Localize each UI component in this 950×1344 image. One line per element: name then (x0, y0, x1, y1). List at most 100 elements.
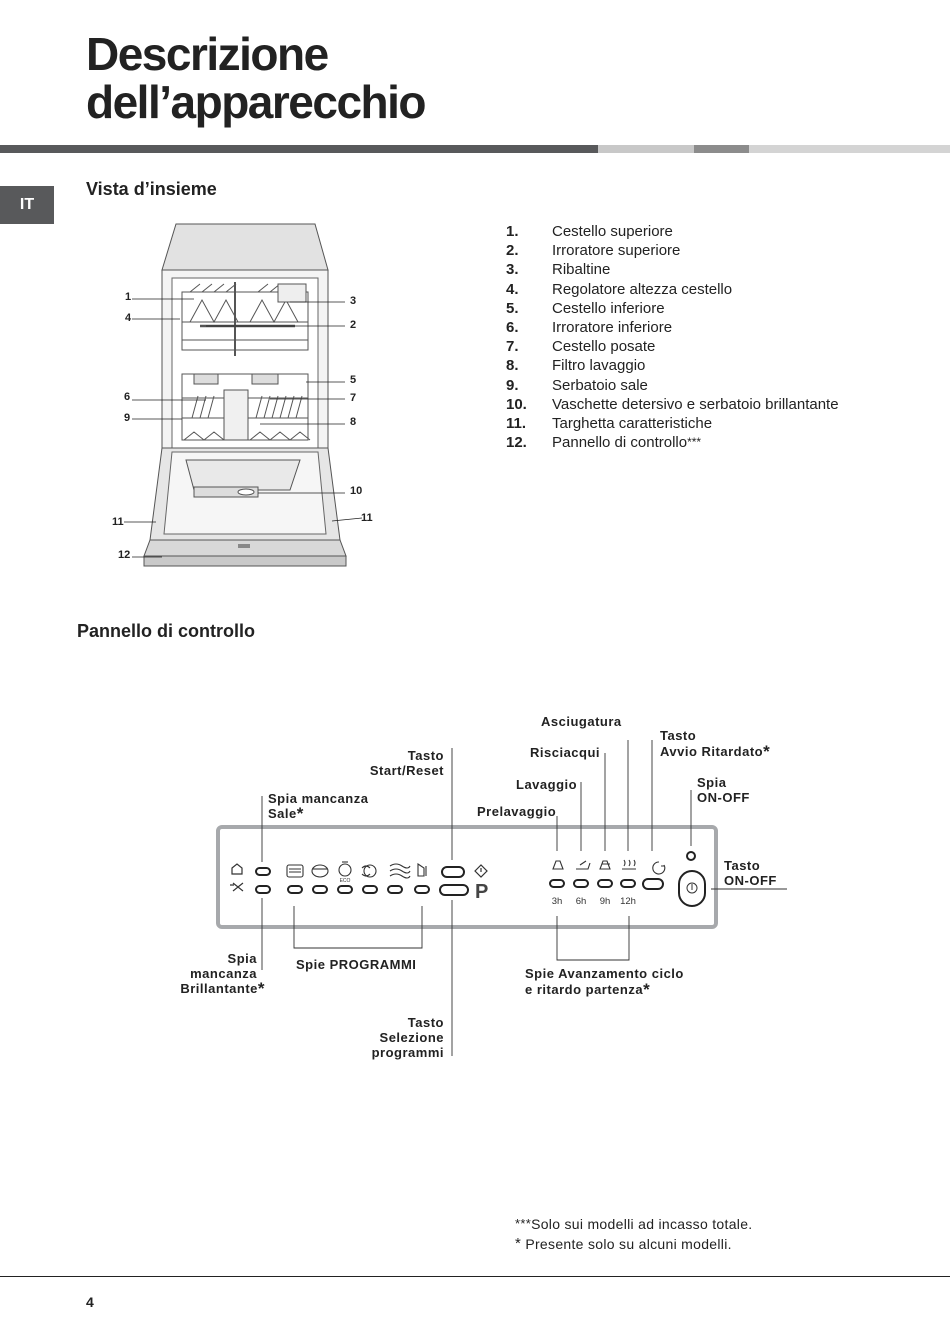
power-icon (686, 882, 698, 894)
page-title-line1: Descrizione (86, 28, 329, 80)
overview-heading: Vista d’insieme (86, 179, 217, 199)
label-spia-sale-line2: Sale* (268, 804, 304, 823)
callout-11-left: 11 (112, 516, 124, 528)
list-item: 9.Serbatoio sale (506, 376, 648, 394)
header-bar-light (598, 145, 694, 153)
program-select-button[interactable] (439, 884, 469, 896)
callout-11-right: 11 (361, 512, 373, 524)
delay-12h-label: 12h (620, 896, 636, 907)
page-title: Descrizione dell’apparecchio (86, 28, 427, 128)
callout-1: 1 (125, 291, 131, 303)
led-program-1 (287, 885, 303, 894)
label-spia-brillantante-line3: Brillantante* (180, 979, 265, 998)
led-sale (255, 867, 271, 876)
label-tasto-selezione-line2: Selezione (379, 1030, 444, 1045)
rinse-icon (599, 860, 611, 870)
label-spie-avanzamento-line2: e ritardo partenza* (525, 980, 651, 999)
delay-6h-label: 6h (576, 896, 587, 907)
list-item: 8.Filtro lavaggio (506, 357, 646, 375)
page-title-line2: dell’apparecchio (86, 76, 427, 128)
list-item: 1.Cestello superiore (506, 223, 673, 240)
program-half-load-icon (363, 864, 377, 878)
control-panel-frame (216, 825, 718, 929)
label-risciacqui: Risciacqui (530, 745, 601, 760)
header-bar-mid (694, 145, 749, 153)
label-tasto-avvio-line1: Tasto (660, 728, 697, 743)
label-spia-brillantante-line1: Spia (227, 951, 257, 966)
callout-3: 3 (350, 295, 356, 307)
label-tasto-selezione-line3: programmi (371, 1045, 444, 1060)
program-key-label: P (475, 881, 488, 903)
dry-icon (622, 859, 636, 870)
dishwasher-illustration: 1 4 6 9 3 2 5 7 8 10 11 11 12 (112, 223, 373, 567)
header-bar-light (749, 145, 950, 153)
led-program-5 (387, 885, 403, 894)
wash-icon (576, 860, 591, 870)
label-spie-avanzamento-line1: Spie Avanzamento ciclo (525, 966, 684, 981)
program-glass-icon (417, 862, 427, 877)
label-spie-programmi: Spie PROGRAMMI (296, 957, 417, 972)
list-item: 5.Cestello inferiore (506, 299, 665, 317)
led-brillantante (255, 885, 271, 894)
led-6h (573, 879, 589, 888)
list-item: 2.Irroratore superiore (506, 242, 681, 260)
led-program-2 (312, 885, 328, 894)
callout-7: 7 (350, 392, 356, 404)
label-tasto-start-line1: Tasto (407, 748, 444, 763)
control-panel-diagram: ECO P 3h 6h 9h 12h (216, 740, 787, 1056)
led-3h (549, 879, 565, 888)
label-spia-brillantante-line2: mancanza (190, 966, 257, 981)
callout-6: 6 (124, 391, 130, 403)
label-tasto-start-line2: Start/Reset (369, 763, 444, 778)
program-intensive-icon (286, 864, 304, 878)
callout-9: 9 (124, 412, 130, 424)
start-reset-button[interactable] (441, 866, 465, 878)
label-spia-onoff-line1: Spia (697, 775, 727, 790)
list-item: 3.Ribaltine (506, 261, 611, 279)
led-program-3 (337, 885, 353, 894)
footnote-1: ***Solo sui modelli ad incasso totale. (515, 1216, 753, 1232)
led-program-6 (414, 885, 430, 894)
callout-4: 4 (125, 312, 132, 324)
salt-icon (231, 863, 243, 875)
footnotes: ***Solo sui modelli ad incasso totale. *… (515, 1214, 752, 1254)
list-item: 6.Irroratore inferiore (506, 318, 673, 336)
control-panel-heading: Pannello di controllo (77, 621, 256, 641)
callout-8: 8 (350, 416, 356, 428)
eco-label: ECO (340, 878, 351, 884)
delay-timer-icon (652, 861, 666, 875)
program-quick-icon (389, 863, 411, 879)
callout-2: 2 (350, 319, 356, 331)
start-reset-icon (474, 864, 488, 878)
footnote-2: * Presente solo su alcuni modelli. (515, 1235, 732, 1252)
label-asciugatura: Asciugatura (541, 714, 622, 729)
label-tasto-onoff-line1: Tasto (724, 858, 761, 873)
callout-5: 5 (350, 374, 356, 386)
label-tasto-onoff-line2: ON-OFF (724, 873, 777, 888)
rinse-aid-icon (230, 882, 244, 892)
led-12h (620, 879, 636, 888)
delay-3h-label: 3h (552, 896, 563, 907)
prewash-icon (552, 860, 564, 870)
led-program-4 (362, 885, 378, 894)
on-off-indicator-light (686, 851, 696, 861)
parts-list: 1.Cestello superiore 2.Irroratore superi… (506, 222, 839, 452)
list-item: 4.Regolatore altezza cestello (506, 280, 733, 298)
list-item: 7.Cestello posate (506, 338, 656, 356)
label-tasto-avvio-line2: Avvio Ritardato* (660, 742, 771, 761)
label-spia-sale-line1: Spia mancanza (268, 791, 369, 806)
page-number: 4 (86, 1294, 94, 1310)
list-item: 10.Vaschette detersivo e serbatoio brill… (506, 395, 839, 413)
callout-12: 12 (118, 549, 130, 561)
list-item: 12.Pannello di controllo*** (506, 434, 702, 452)
label-spia-onoff-line2: ON-OFF (697, 790, 750, 805)
program-normal-icon (311, 864, 329, 878)
header-bar-dark (0, 145, 598, 153)
label-lavaggio: Lavaggio (516, 777, 578, 792)
language-tab: IT (0, 186, 54, 224)
list-item: 11.Targhetta caratteristiche (506, 414, 713, 432)
label-tasto-selezione-line1: Tasto (407, 1015, 444, 1030)
delay-start-button[interactable] (642, 878, 664, 890)
program-eco-icon (338, 863, 352, 877)
delay-9h-label: 9h (600, 896, 611, 907)
